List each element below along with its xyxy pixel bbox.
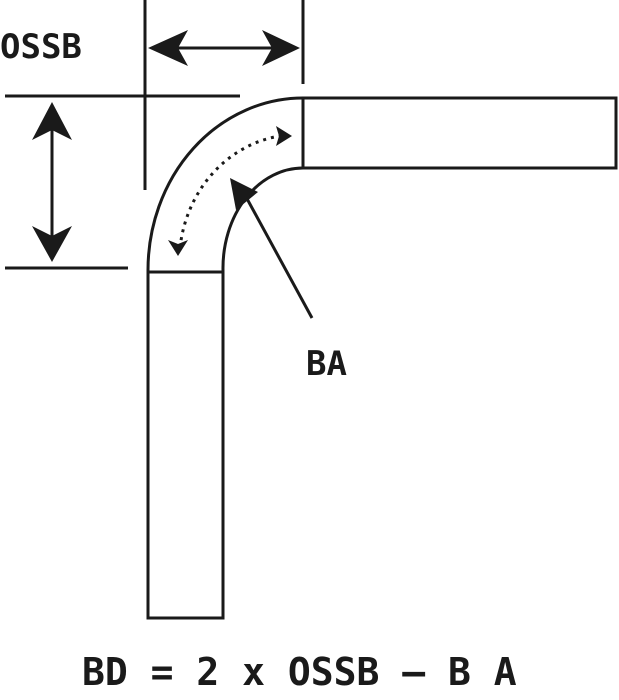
arrowhead-left-icon xyxy=(148,30,188,66)
formula-text: BD = 2 x OSSB – B A xyxy=(82,650,517,694)
dotted-arrowhead-right-icon xyxy=(276,126,292,146)
ossb-label: OSSB xyxy=(0,27,82,67)
ba-leader-line xyxy=(243,194,314,319)
arrowhead-right-icon xyxy=(262,30,300,66)
arrowhead-down-icon xyxy=(32,226,72,262)
dotted-arrowhead-down-icon xyxy=(168,240,188,256)
ba-label: BA xyxy=(306,344,347,384)
ba-leader-arrowhead-icon xyxy=(230,178,258,210)
bent-part-outline xyxy=(146,96,618,620)
arrowhead-up-icon xyxy=(32,102,72,140)
